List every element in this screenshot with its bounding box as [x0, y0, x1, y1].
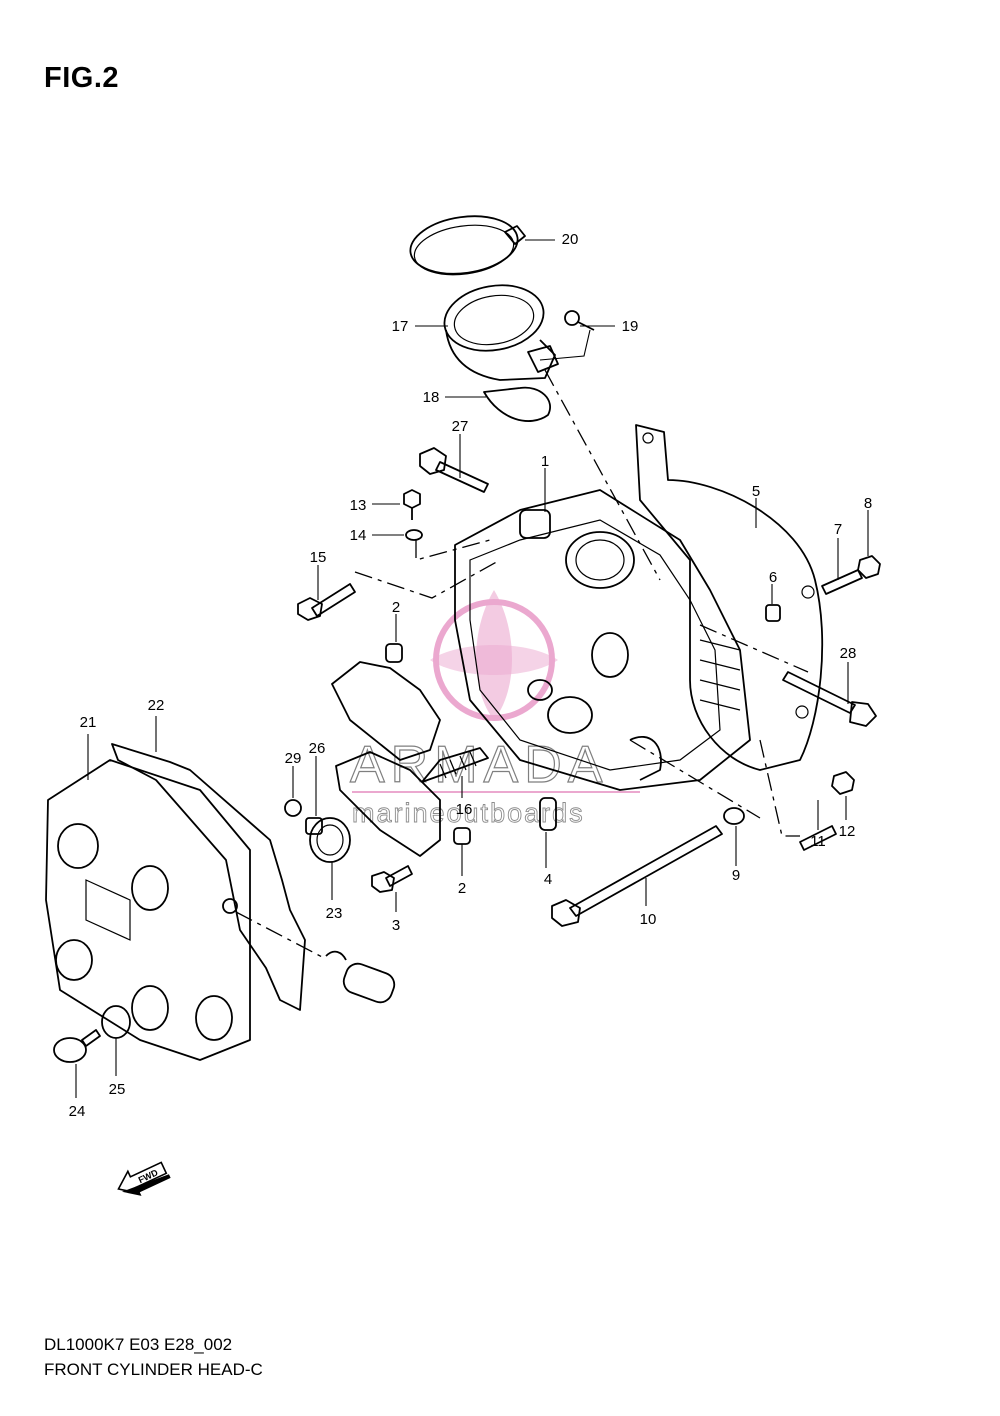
- callout-2b: 2: [458, 880, 466, 897]
- part-cover-bolt: [53, 1029, 101, 1063]
- armada-watermark-logo: ARMADA marineoutboards: [349, 590, 640, 828]
- part-clamp: [409, 215, 526, 276]
- part-o-ring: [483, 386, 551, 422]
- part-dowel-26: [305, 817, 323, 835]
- part-cap: [342, 962, 396, 1004]
- callout-15: 15: [310, 549, 327, 566]
- watermark-brand: ARMADA: [350, 736, 608, 794]
- callout-20: 20: [562, 231, 579, 248]
- fwd-arrow-icon: FWD: [117, 1161, 171, 1196]
- part-screw: [564, 310, 595, 331]
- callout-7: 7: [834, 521, 842, 538]
- part-cylinder-head-cover: [45, 759, 251, 1061]
- part-long-bolt: [782, 671, 877, 727]
- part-bolt-15: [297, 583, 356, 621]
- callout-8: 8: [864, 495, 872, 512]
- part-stud-lower: [799, 825, 837, 851]
- part-bolt-27: [419, 447, 489, 493]
- part-dowel-pin: [765, 604, 781, 622]
- watermark-tagline: marineoutboards: [352, 798, 585, 828]
- callout-4: 4: [544, 871, 552, 888]
- callout-25: 25: [109, 1081, 126, 1098]
- part-nut: [857, 555, 881, 579]
- callout-22: 22: [148, 697, 165, 714]
- callout-12: 12: [839, 823, 856, 840]
- figure-title: FIG.2: [44, 62, 120, 94]
- callout-29: 29: [285, 750, 302, 767]
- callout-23: 23: [326, 905, 343, 922]
- callout-24: 24: [69, 1103, 86, 1120]
- callout-14: 14: [350, 527, 367, 544]
- part-bolt-small: [403, 489, 421, 509]
- part-oil-seal: [309, 817, 351, 863]
- callout-9: 9: [732, 867, 740, 884]
- part-cover-washer: [101, 1005, 131, 1039]
- callout-10: 10: [640, 911, 657, 928]
- callout-2: 2: [392, 599, 400, 616]
- callout-3: 3: [392, 917, 400, 934]
- callout-26: 26: [309, 740, 326, 757]
- callout-21: 21: [80, 714, 97, 731]
- callout-labels: 1 2 2 3 4 5 6 7 8 9 10 11 12 13 14 15 16…: [69, 231, 873, 1120]
- part-stud: [821, 569, 863, 595]
- part-bolt-3: [371, 865, 413, 893]
- callout-11: 11: [810, 833, 826, 850]
- callout-17: 17: [392, 318, 409, 335]
- part-head-gasket: [635, 424, 824, 771]
- part-washer-small: [405, 529, 423, 541]
- part-camshaft-holder: [331, 643, 471, 857]
- part-spark-plug: [421, 747, 489, 783]
- diagram-name: FRONT CYLINDER HEAD-C: [44, 1360, 263, 1379]
- callout-16: 16: [456, 801, 473, 818]
- part-washer: [723, 807, 745, 825]
- callout-18: 18: [423, 389, 440, 406]
- part-head-bolt: [551, 825, 723, 927]
- part-nut-lower: [831, 771, 855, 795]
- part-intake-pipe: [443, 284, 559, 381]
- callout-13: 13: [350, 497, 367, 514]
- callout-6: 6: [769, 569, 777, 586]
- callout-1: 1: [541, 453, 549, 470]
- callout-19: 19: [622, 318, 639, 335]
- part-cylinder-head: [454, 489, 751, 791]
- part-plug: [539, 797, 557, 831]
- callout-28: 28: [840, 645, 857, 662]
- callout-leaders: [75, 239, 869, 1098]
- part-ring-29: [284, 799, 302, 817]
- callout-27: 27: [452, 418, 469, 435]
- diagram-code: DL1000K7 E03 E28_002: [44, 1335, 233, 1354]
- callout-5: 5: [752, 483, 760, 500]
- part-cover-gasket: [111, 743, 306, 1011]
